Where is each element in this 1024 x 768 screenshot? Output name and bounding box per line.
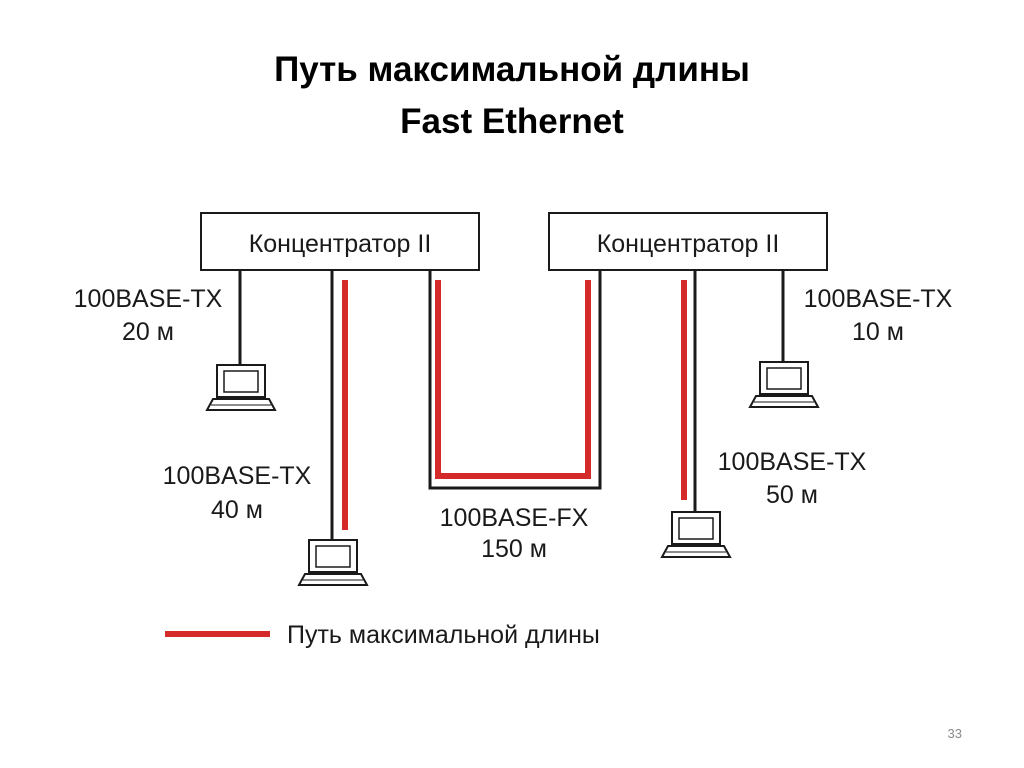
legend-label: Путь максимальной длины (287, 621, 600, 649)
link-medium: 100BASE-TX (718, 448, 867, 476)
computer-icon (661, 511, 731, 558)
hub-right-label: Концентратор II (597, 230, 780, 258)
link-label-50m: 100BASE-TX 50 м (718, 448, 867, 509)
link-medium: 100BASE-TX (74, 285, 223, 313)
link-length: 10 м (852, 318, 904, 346)
link-label-20m: 100BASE-TX 20 м (74, 285, 223, 346)
link-medium: 100BASE-TX (163, 462, 312, 490)
link-label-150m: 100BASE-FX 150 м (440, 504, 589, 563)
hub-left: Концентратор II (200, 212, 480, 271)
link-length: 50 м (766, 481, 818, 509)
title-line-2: Fast Ethernet (400, 102, 624, 141)
link-label-40m: 100BASE-TX 40 м (163, 462, 312, 524)
slide-title: Путь максимальной длины Fast Ethernet (0, 44, 1024, 148)
computer-icon (298, 539, 368, 586)
computer-icon (206, 364, 276, 411)
max-path-segment (435, 280, 591, 479)
link-label-10m: 100BASE-TX 10 м (804, 285, 953, 346)
computer-icon (749, 361, 819, 408)
page-number: 33 (947, 726, 962, 741)
title-line-1: Путь максимальной длины (274, 50, 750, 89)
cables (238, 270, 785, 540)
link-length: 40 м (211, 496, 263, 524)
hub-right: Концентратор II (548, 212, 828, 271)
legend: Путь максимальной длины (165, 621, 600, 649)
max-path (342, 280, 687, 530)
hub-left-label: Концентратор II (249, 230, 432, 258)
link-length: 20 м (122, 318, 174, 346)
link-medium: 100BASE-FX (440, 504, 589, 532)
link-length: 150 м (481, 535, 547, 563)
link-medium: 100BASE-TX (804, 285, 953, 313)
cable-link-150m (428, 270, 602, 490)
